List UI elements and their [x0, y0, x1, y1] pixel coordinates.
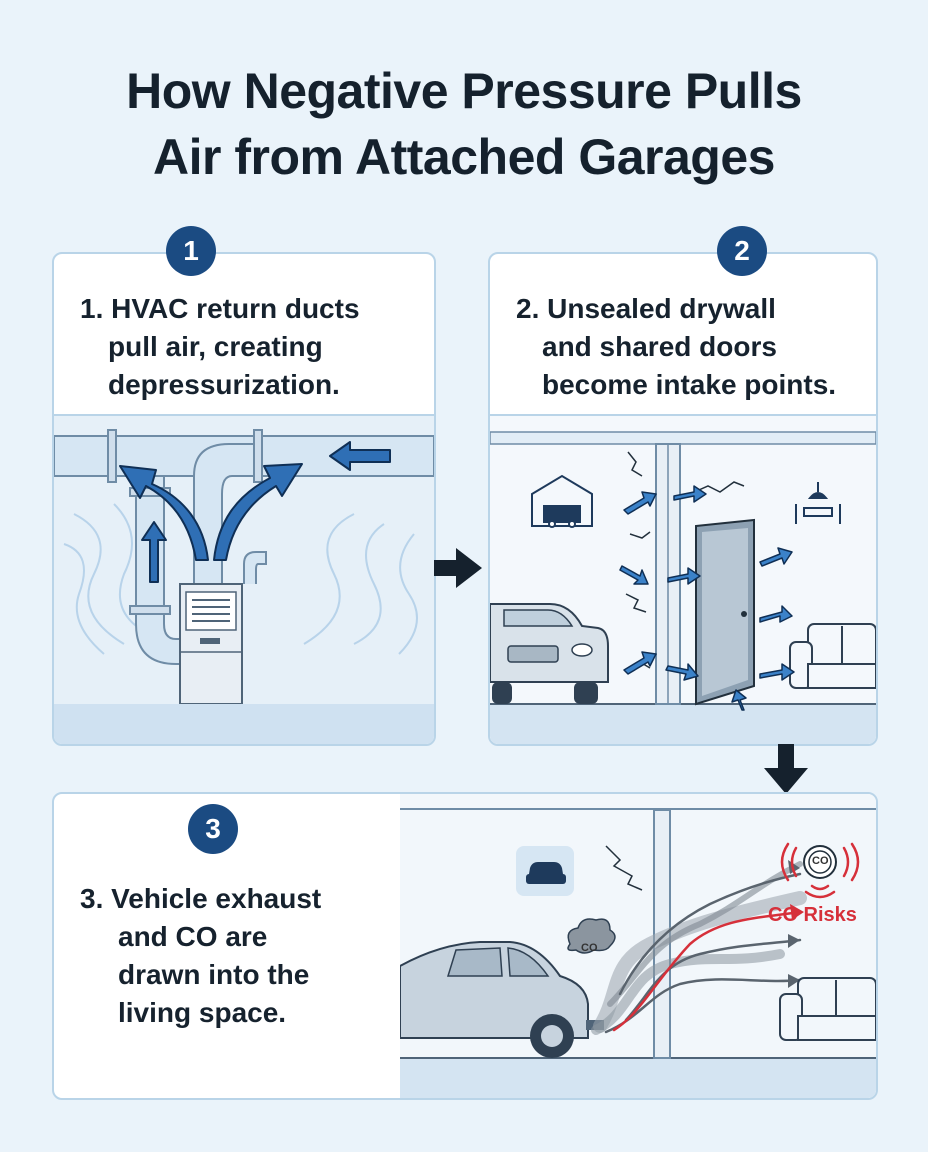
- car-icon: [490, 603, 609, 704]
- connector-arrow-right: [434, 548, 482, 588]
- exhaust-icon: [591, 861, 807, 1035]
- step-3-badge: 3: [188, 804, 238, 854]
- couch-icon: [789, 623, 876, 689]
- step-1-line-2: pull air, creating: [108, 331, 323, 362]
- step-3-line-2: and CO are: [118, 921, 268, 952]
- step-3-line-1: 3. Vehicle exhaust: [80, 883, 322, 914]
- hvac-illustration: [54, 414, 434, 744]
- co-risks-label: CO Risks: [768, 904, 857, 926]
- step-2-text: 2. Unsealed drywall and shared doors bec…: [516, 290, 836, 404]
- step-3-line-4: living space.: [118, 997, 287, 1028]
- dining-icon: [795, 482, 841, 524]
- step-1-line-3: depressurization.: [108, 369, 340, 400]
- exhaust-illustration: [400, 794, 876, 1098]
- door-icon: [695, 518, 755, 706]
- step-2-line-3: become intake points.: [542, 369, 837, 400]
- step-2-line-1: 2. Unsealed drywall: [516, 293, 776, 324]
- title-line-2: Air from Attached Garages: [153, 129, 775, 185]
- step-1-text: 1. HVAC return ducts pull air, creating …: [80, 290, 360, 404]
- step-1-panel: 1. HVAC return ducts pull air, creating …: [52, 252, 436, 746]
- airflow-arrow-icon: [119, 441, 391, 583]
- step-3-panel: 3. Vehicle exhaust and CO are drawn into…: [52, 792, 878, 1100]
- garage-icon: [531, 474, 593, 528]
- page-title: How Negative Pressure Pulls Air from Att…: [0, 58, 928, 190]
- step-1-badge: 1: [166, 226, 216, 276]
- crack-icon: [605, 845, 643, 891]
- co-alarm-icon: [780, 842, 860, 899]
- co-alarm-badge: CO: [812, 855, 829, 867]
- exhaust-co-label: CO: [581, 942, 598, 954]
- step-2-panel: 2. Unsealed drywall and shared doors bec…: [488, 252, 878, 746]
- step-3-text: 3. Vehicle exhaust and CO are drawn into…: [80, 880, 321, 1032]
- connector-arrow-down: [764, 744, 808, 794]
- step-2-badge: 2: [717, 226, 767, 276]
- step-3-line-3: drawn into the: [118, 959, 310, 990]
- title-line-1: How Negative Pressure Pulls: [126, 63, 802, 119]
- furnace-icon: [179, 583, 243, 705]
- intake-illustration: [490, 414, 876, 744]
- couch-icon: [779, 977, 876, 1041]
- step-2-line-2: and shared doors: [542, 331, 777, 362]
- step-1-line-1: 1. HVAC return ducts: [80, 293, 360, 324]
- car-icon: [516, 846, 574, 896]
